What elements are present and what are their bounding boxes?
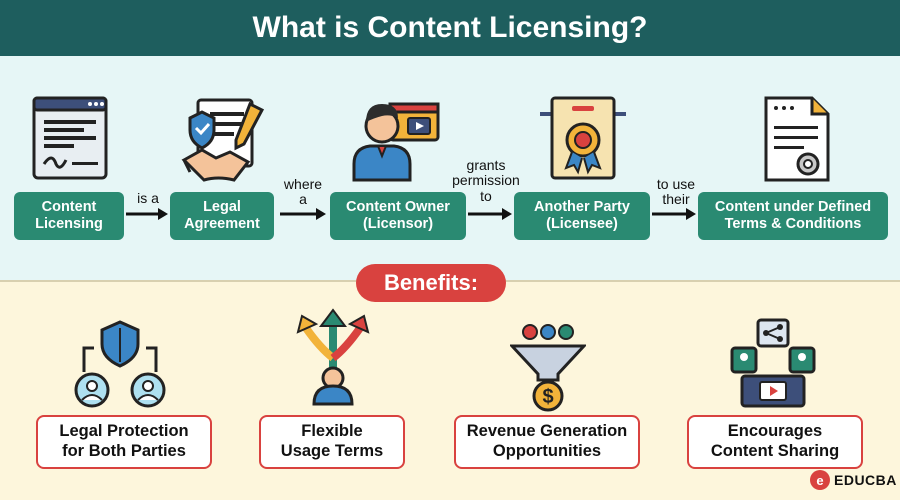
certificate-award-icon	[540, 96, 626, 180]
benefit-flexible-usage-terms: Flexible Usage Terms	[259, 415, 405, 469]
step-content-defined-terms: Content under Defined Terms & Conditions	[698, 192, 888, 240]
brand-mark: e	[810, 470, 830, 490]
brand-logo: e EDUCBA	[810, 470, 897, 490]
owner-person-icon	[352, 102, 440, 182]
share-network-icon	[730, 318, 816, 408]
connector-label-is-a: is a	[137, 190, 159, 206]
step-content-licensing: Content Licensing	[14, 192, 124, 240]
benefits-heading: Benefits:	[356, 264, 506, 302]
connector-label-to-use-their: to use their	[656, 176, 696, 208]
svg-text:$: $	[542, 386, 553, 408]
funnel-dollar-icon: $	[510, 324, 586, 412]
benefit-revenue-generation: Revenue Generation Opportunities	[454, 415, 640, 469]
step-another-party: Another Party (Licensee)	[514, 192, 650, 240]
connector-label-where-a: where a	[283, 176, 323, 208]
flow-section	[0, 56, 900, 280]
flow-arrow-2	[280, 208, 326, 220]
document-seal-icon	[764, 96, 830, 182]
flow-arrow-3	[468, 208, 512, 220]
benefit-legal-protection: Legal Protection for Both Parties	[36, 415, 212, 469]
page-title: What is Content Licensing?	[0, 0, 900, 56]
flow-arrow-4	[652, 208, 696, 220]
document-signature-icon	[32, 96, 108, 180]
flow-arrow-1	[126, 208, 168, 220]
step-legal-agreement: Legal Agreement	[170, 192, 274, 240]
shield-people-icon	[74, 320, 166, 408]
direction-arrows-icon	[296, 308, 370, 406]
step-content-owner: Content Owner (Licensor)	[330, 192, 466, 240]
connector-label-grants-permission: grants permission to	[452, 157, 520, 204]
brand-name: EDUCBA	[834, 472, 897, 488]
benefit-encourages-sharing: Encourages Content Sharing	[687, 415, 863, 469]
handshake-contract-icon	[181, 98, 265, 182]
